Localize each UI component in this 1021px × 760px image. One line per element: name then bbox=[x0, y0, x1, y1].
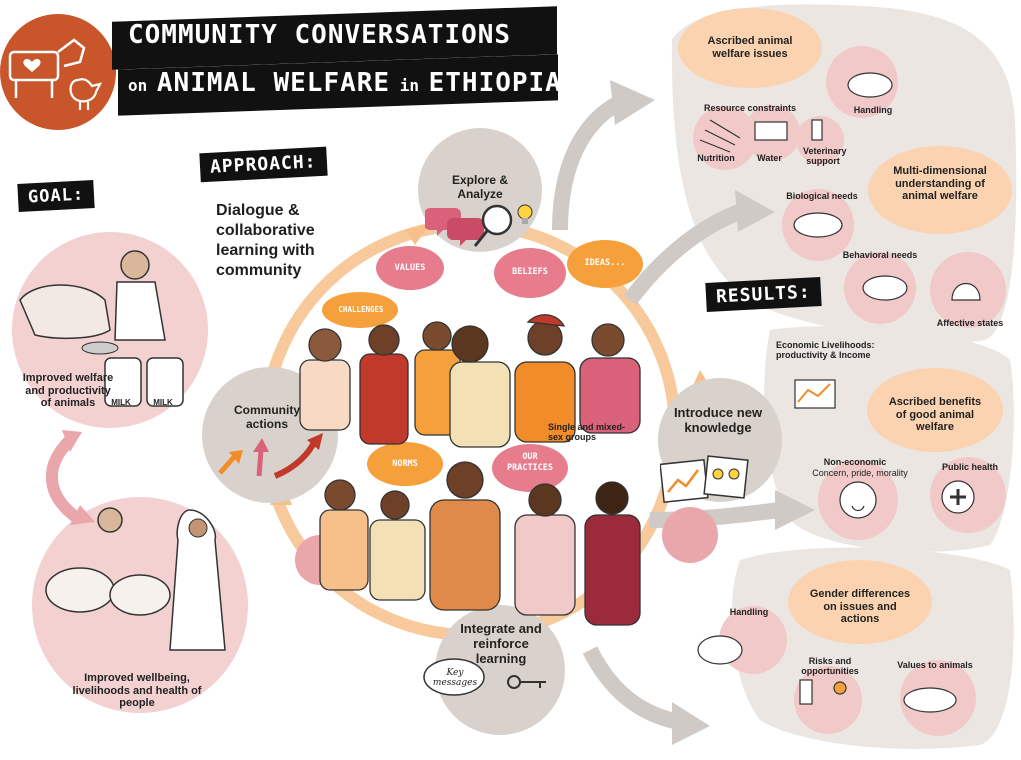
explore-icons bbox=[425, 204, 533, 247]
introduce-icons bbox=[660, 455, 749, 504]
peach-ascribed-issues bbox=[678, 8, 822, 88]
gender-values-label: Values to animals bbox=[897, 660, 973, 670]
affective-label: Affective states bbox=[936, 318, 1004, 328]
title-line1: COMMUNITY CONVERSATIONS bbox=[128, 20, 512, 50]
arrow-icon bbox=[218, 433, 323, 479]
peach-benefits bbox=[867, 368, 1003, 452]
lightbulb-icon bbox=[517, 204, 533, 224]
goal-banner: GOAL: bbox=[17, 180, 95, 212]
goal-item-1: Improved welfare and productivity of ani… bbox=[22, 372, 114, 410]
results-mini-illustrations bbox=[697, 72, 981, 713]
approach-description: Dialogue & collaborative learning with c… bbox=[216, 202, 315, 279]
nutrition-label: Nutrition bbox=[697, 153, 735, 163]
bubble-challenges: CHALLENGES bbox=[338, 305, 384, 314]
milk-label-1: MILK bbox=[111, 398, 131, 407]
behavioral-label: Behavioral needs bbox=[842, 250, 918, 260]
step-explore: Explore & Analyze bbox=[451, 173, 508, 201]
step-circle-integrate bbox=[435, 605, 565, 735]
public-health-label: Public health bbox=[941, 462, 998, 472]
multi-title: Multi-dimensional understanding of anima… bbox=[893, 165, 987, 203]
gender-risks-label: Risks and opportunities bbox=[801, 656, 859, 677]
lower-speech-bubbles bbox=[367, 442, 568, 492]
economic-label: Economic Livelihoods: productivity & Inc… bbox=[776, 340, 875, 361]
veterinary-label: Veterinary support bbox=[803, 146, 847, 167]
step-actions: Community actions bbox=[234, 403, 300, 431]
bubble-values: VALUES bbox=[394, 263, 426, 273]
benefits-title: Ascribed benefits of good animal welfare bbox=[888, 396, 982, 434]
ascribed-issues-title: Ascribed animal welfare issues bbox=[707, 35, 793, 60]
community-people-illustration bbox=[299, 314, 641, 626]
result-arrow-4 bbox=[582, 646, 682, 730]
groups-label: Single and mixed-sex groups bbox=[548, 422, 626, 443]
goal-connector-arrow bbox=[46, 435, 84, 525]
goal-item-2: Improved wellbeing, livelihoods and heal… bbox=[72, 672, 202, 710]
magnifier-icon bbox=[473, 204, 513, 247]
chicken-icon bbox=[69, 78, 103, 110]
gender-title: Gender differences on issues and actions bbox=[809, 588, 911, 626]
bubble-beliefs: BELIEFS bbox=[512, 267, 548, 277]
result-arrow-3 bbox=[649, 502, 781, 528]
resource-constraints-label: Resource constraints bbox=[703, 103, 797, 113]
gender-handling-label: Handling bbox=[729, 607, 769, 617]
goal-illustration-people-sheep bbox=[45, 507, 226, 651]
goal-illustration-farmer-cow bbox=[19, 250, 184, 407]
result-arrow-2 bbox=[623, 202, 748, 305]
integrate-icons bbox=[423, 658, 546, 696]
biological-label: Biological needs bbox=[786, 191, 858, 201]
key-icon bbox=[507, 675, 546, 689]
result-arrow-1 bbox=[552, 92, 629, 231]
cow-icon bbox=[8, 38, 86, 98]
key-messages-text: Key messages bbox=[432, 668, 478, 688]
heart-icon bbox=[23, 59, 41, 72]
non-economic-sub: Concern, pride, morality bbox=[812, 468, 908, 478]
milk-label-2: MILK bbox=[153, 398, 173, 407]
bubble-norms: NORMS bbox=[392, 459, 418, 469]
step-integrate: Integrate and reinforce learning bbox=[460, 621, 542, 666]
non-economic-title: Non-economic bbox=[823, 457, 887, 467]
title-line2: on ANIMAL WELFARE in ETHIOPIA bbox=[128, 68, 562, 98]
results-blob-top bbox=[671, 4, 1017, 343]
logo-icons bbox=[8, 38, 103, 110]
peach-multi bbox=[868, 146, 1012, 234]
step-introduce: Introduce new knowledge bbox=[673, 405, 763, 435]
actions-icons bbox=[218, 433, 323, 479]
handling-label-top: Handling bbox=[853, 105, 893, 115]
bubble-ideas: IDEAS... bbox=[584, 258, 626, 268]
peach-gender bbox=[788, 560, 932, 644]
upper-speech-bubbles bbox=[322, 240, 643, 328]
bubble-practices: OUR PRACTICES bbox=[506, 452, 554, 474]
cycle-arrowhead-1 bbox=[405, 224, 430, 245]
water-label: Water bbox=[757, 153, 782, 163]
